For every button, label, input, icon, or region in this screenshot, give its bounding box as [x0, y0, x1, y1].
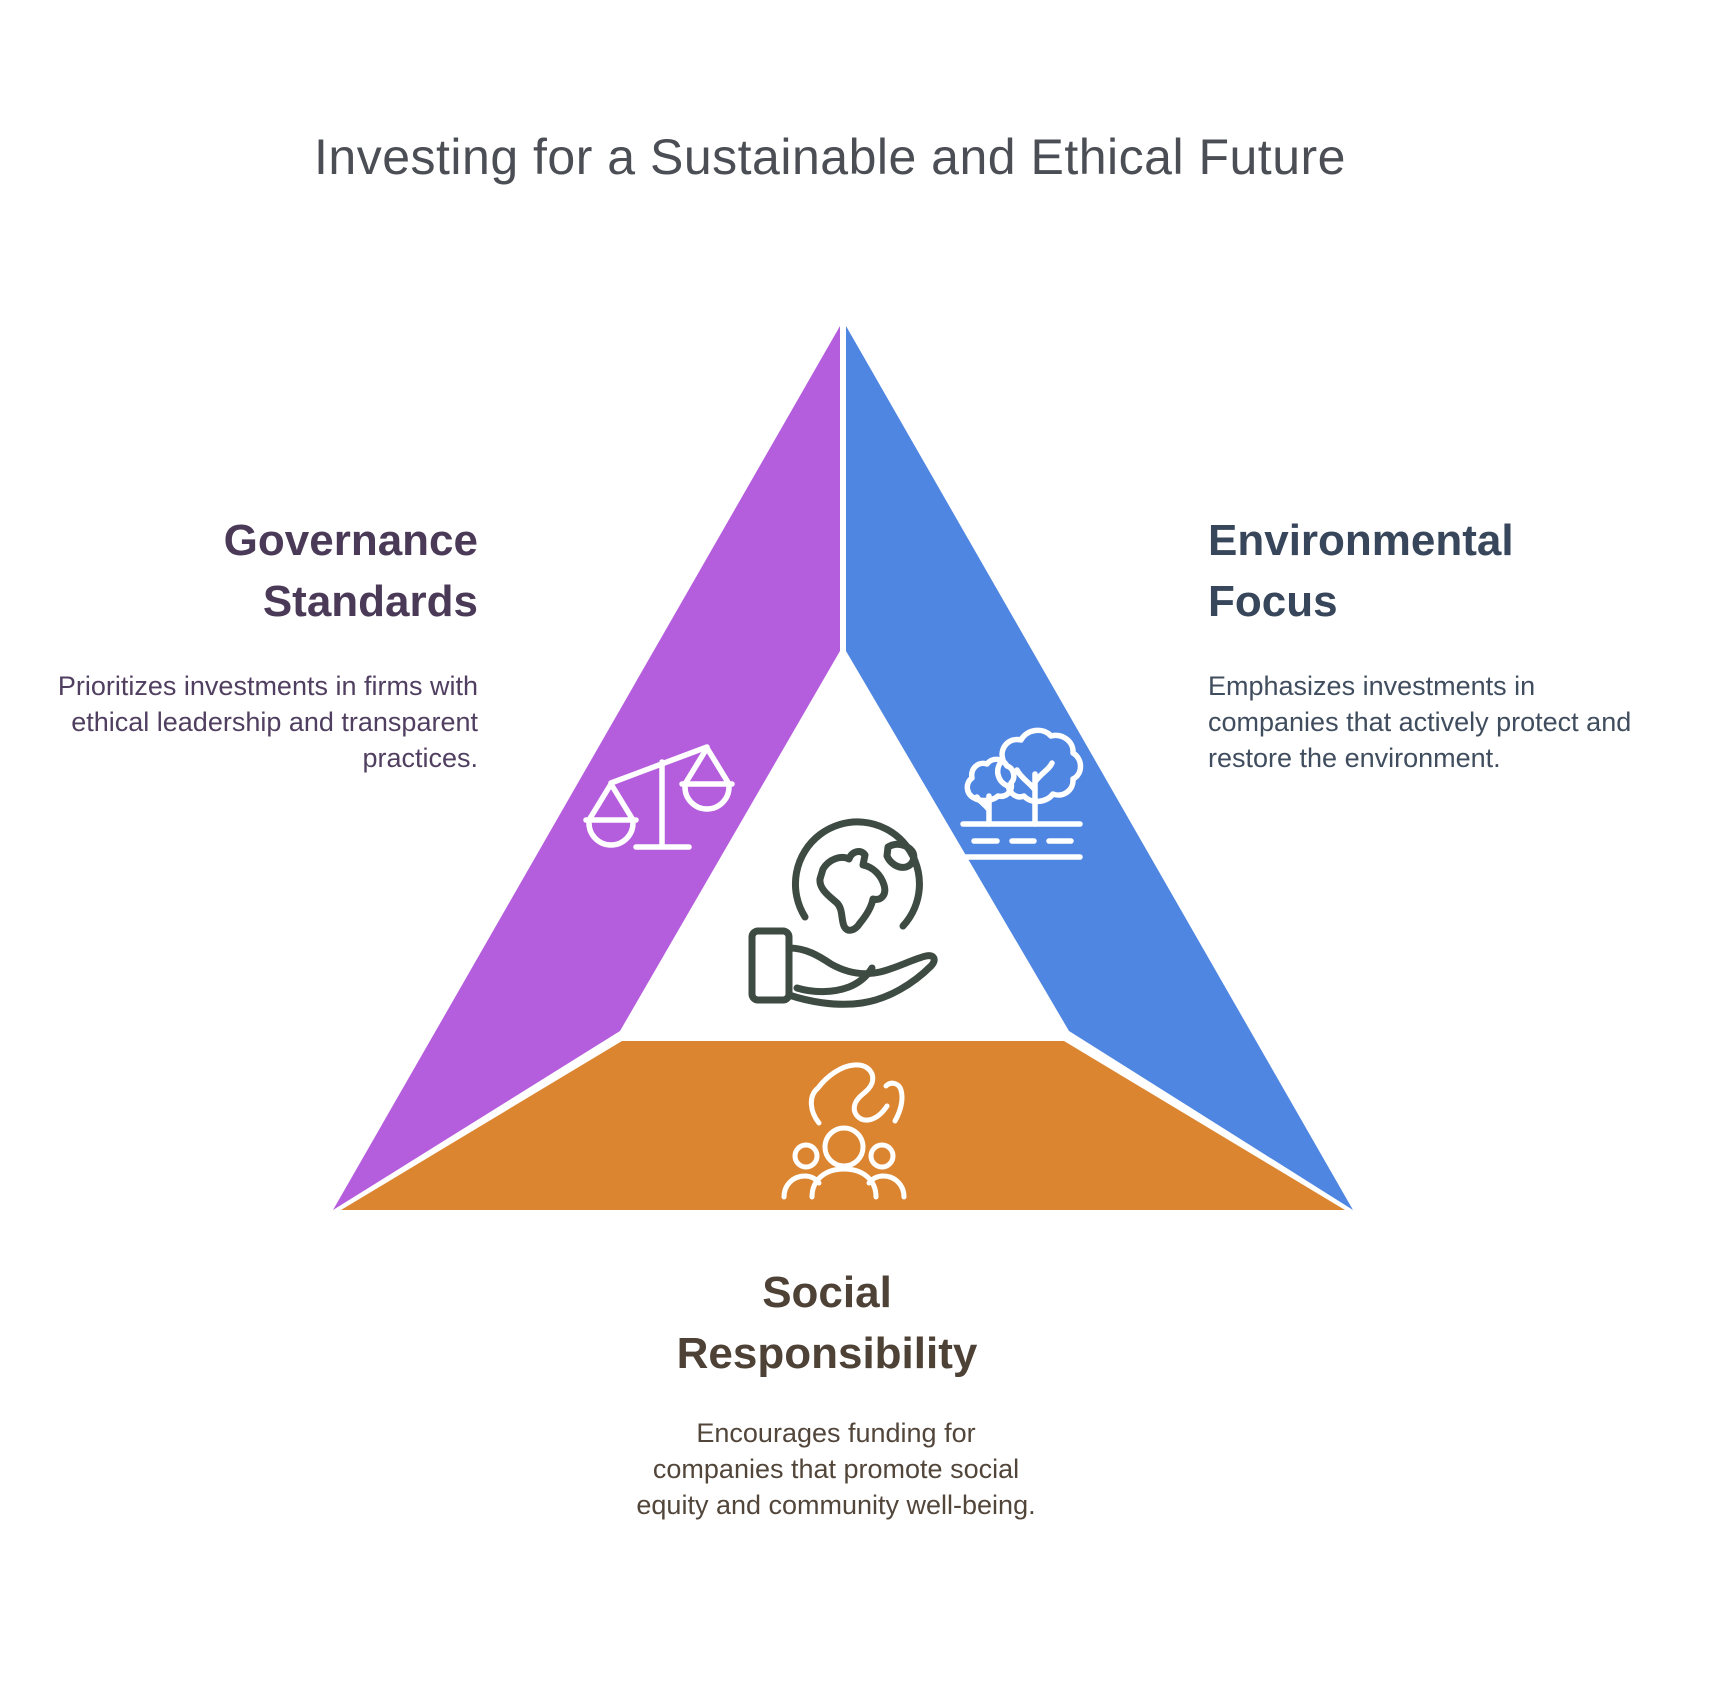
- social-heading-line2: Responsibility: [676, 1329, 978, 1378]
- person-head-left: [792, 1142, 820, 1170]
- scales-of-justice-icon: [583, 744, 735, 850]
- social-heading: Social Responsibility: [527, 1262, 1127, 1384]
- person-body-left: [781, 1173, 822, 1200]
- small-tree-trunk: [974, 793, 992, 827]
- open-hand: [785, 944, 938, 1008]
- scales-left-pan: [583, 781, 639, 848]
- environmental-triangle-segment: [846, 326, 1353, 1210]
- scales-beam: [608, 744, 710, 786]
- scales-right-pan: [679, 745, 735, 812]
- environmental-heading-line2: Focus: [1208, 577, 1338, 626]
- hand-over-people-icon: [781, 1062, 907, 1200]
- social-triangle-segment: [341, 1041, 1345, 1210]
- person-head-right: [868, 1142, 896, 1170]
- governance-heading-line2: Standards: [262, 577, 478, 626]
- person-head-center: [822, 1125, 866, 1169]
- large-tree-canopy: [994, 727, 1084, 805]
- person-body-right: [866, 1173, 907, 1200]
- sheltering-hand: [808, 1062, 890, 1126]
- governance-heading: Governance Standards: [48, 510, 478, 632]
- open-hand-thumb: [793, 964, 876, 996]
- environmental-heading: Environmental Focus: [1208, 510, 1638, 632]
- page-title: Investing for a Sustainable and Ethical …: [314, 129, 1346, 185]
- hand-cuff: [748, 927, 793, 1004]
- large-tree-trunk: [1014, 760, 1055, 827]
- environmental-description: Emphasizes investments in companies that…: [1208, 671, 1632, 773]
- environmental-heading-line1: Environmental: [1208, 516, 1514, 565]
- globe-outline: [792, 818, 923, 930]
- governance-triangle-segment: [333, 326, 840, 1210]
- social-heading-line1: Social: [762, 1268, 892, 1317]
- small-tree-canopy: [964, 756, 1017, 804]
- social-description: Encourages funding for companies that pr…: [636, 1418, 1036, 1520]
- hand-holding-globe-icon: [748, 818, 938, 1008]
- sheltering-hand-thumb: [883, 1080, 905, 1124]
- governance-heading-line1: Governance: [223, 516, 478, 565]
- globe-africa-continent: [816, 848, 889, 934]
- globe-small-continent: [883, 840, 918, 871]
- person-body-center: [809, 1166, 879, 1200]
- trees-icon: [960, 727, 1084, 860]
- governance-description: Prioritizes investments in firms with et…: [57, 671, 478, 773]
